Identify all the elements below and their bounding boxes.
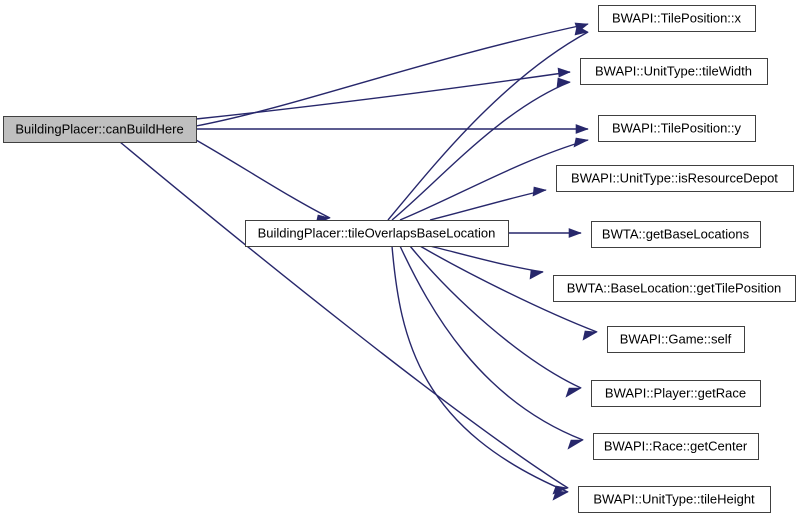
call-edge-tileOverlapsBaseLocation-to-tilePositionX — [387, 25, 589, 221]
call-edge-tileOverlapsBaseLocation-to-raceGetCenter — [399, 245, 585, 450]
node-label: BWAPI::Game::self — [620, 331, 732, 346]
graph-node-getBaseLocations[interactable]: BWTA::getBaseLocations — [591, 221, 761, 248]
graph-node-gameSelf[interactable]: BWAPI::Game::self — [607, 326, 745, 353]
call-edge-tileOverlapsBaseLocation-to-playerGetRace — [409, 245, 583, 398]
graph-node-isResourceDepot[interactable]: BWAPI::UnitType::isResourceDepot — [556, 165, 794, 192]
edge-line — [195, 71, 571, 120]
edge-line — [399, 245, 584, 441]
node-box[interactable] — [598, 115, 756, 142]
edge-line — [195, 23, 589, 127]
graph-node-unitTypeTileWidth[interactable]: BWAPI::UnitType::tileWidth — [580, 58, 768, 85]
node-label: BuildingPlacer::canBuildHere — [15, 121, 183, 136]
graph-node-tilePositionX[interactable]: BWAPI::TilePosition::x — [598, 5, 756, 32]
call-edge-canBuildHere-to-tileOverlapsBaseLocation — [195, 139, 331, 225]
node-box[interactable] — [553, 275, 796, 302]
node-label: BWTA::getBaseLocations — [602, 226, 750, 241]
edge-line — [429, 189, 547, 221]
node-label: BWAPI::UnitType::isResourceDepot — [571, 170, 778, 185]
graph-node-raceGetCenter[interactable]: BWAPI::Race::getCenter — [593, 433, 759, 460]
node-label: BWAPI::UnitType::tileHeight — [593, 491, 755, 506]
graph-node-canBuildHere[interactable]: BuildingPlacer::canBuildHere — [3, 116, 197, 143]
node-label: BWAPI::Race::getCenter — [604, 438, 748, 453]
call-edge-tileOverlapsBaseLocation-to-tilePositionY — [399, 137, 589, 221]
node-box[interactable] — [598, 5, 756, 32]
edge-arrowhead-icon — [556, 77, 571, 88]
node-label: BWAPI::TilePosition::x — [612, 10, 742, 25]
edges-layer — [119, 22, 598, 501]
node-label: BWAPI::UnitType::tileWidth — [595, 63, 752, 78]
call-edge-canBuildHere-to-tilePositionY — [196, 124, 589, 134]
edge-line — [195, 139, 331, 219]
edge-arrowhead-icon — [529, 269, 544, 280]
node-box[interactable] — [591, 221, 761, 248]
edge-line — [429, 245, 544, 273]
edge-arrowhead-icon — [582, 330, 598, 341]
call-edge-tileOverlapsBaseLocation-to-unitTypeTileHeight — [391, 245, 570, 501]
node-label: BWAPI::TilePosition::y — [612, 120, 742, 135]
edge-arrowhead-icon — [573, 137, 589, 148]
edge-arrowhead-icon — [567, 439, 585, 450]
edge-line — [419, 245, 598, 333]
node-box[interactable] — [556, 165, 794, 192]
edge-line — [399, 139, 589, 221]
edge-arrowhead-icon — [568, 228, 582, 238]
node-box[interactable] — [580, 58, 768, 85]
edge-line — [391, 81, 571, 221]
call-edge-tileOverlapsBaseLocation-to-getBaseLocations — [508, 228, 582, 238]
node-box[interactable] — [245, 220, 509, 247]
edge-line — [391, 245, 569, 493]
graph-node-tilePositionY[interactable]: BWAPI::TilePosition::y — [598, 115, 756, 142]
nodes-layer: BuildingPlacer::canBuildHereBuildingPlac… — [3, 5, 796, 513]
node-box[interactable] — [593, 433, 759, 460]
node-box[interactable] — [607, 326, 745, 353]
call-edge-canBuildHere-to-unitTypeTileWidth — [195, 67, 571, 120]
call-edge-canBuildHere-to-tilePositionX — [195, 22, 589, 127]
edge-line — [119, 141, 569, 489]
graph-node-tileOverlapsBaseLocation[interactable]: BuildingPlacer::tileOverlapsBaseLocation — [245, 220, 509, 247]
call-edge-tileOverlapsBaseLocation-to-gameSelf — [419, 245, 598, 341]
call-edge-tileOverlapsBaseLocation-to-getTilePosition — [429, 245, 544, 280]
edge-arrowhead-icon — [575, 124, 589, 134]
node-box[interactable] — [591, 380, 761, 407]
edge-line — [409, 245, 582, 389]
edge-arrowhead-icon — [552, 490, 570, 501]
edge-line — [387, 31, 589, 221]
node-label: BWAPI::Player::getRace — [605, 385, 746, 400]
edge-arrowhead-icon — [574, 25, 589, 36]
graph-node-getTilePosition[interactable]: BWTA::BaseLocation::getTilePosition — [553, 275, 796, 302]
call-edge-canBuildHere-to-unitTypeTileHeight — [119, 141, 570, 495]
edge-arrowhead-icon — [557, 67, 571, 78]
node-label: BuildingPlacer::tileOverlapsBaseLocation — [258, 225, 496, 240]
call-edge-tileOverlapsBaseLocation-to-unitTypeTileWidth — [391, 77, 571, 221]
node-box[interactable] — [3, 116, 197, 143]
edge-arrowhead-icon — [532, 186, 547, 197]
graph-node-unitTypeTileHeight[interactable]: BWAPI::UnitType::tileHeight — [578, 486, 771, 513]
graph-node-playerGetRace[interactable]: BWAPI::Player::getRace — [591, 380, 761, 407]
edge-arrowhead-icon — [565, 387, 583, 398]
node-label: BWTA::BaseLocation::getTilePosition — [567, 280, 782, 295]
call-edge-tileOverlapsBaseLocation-to-isResourceDepot — [429, 186, 547, 221]
node-box[interactable] — [578, 486, 771, 513]
